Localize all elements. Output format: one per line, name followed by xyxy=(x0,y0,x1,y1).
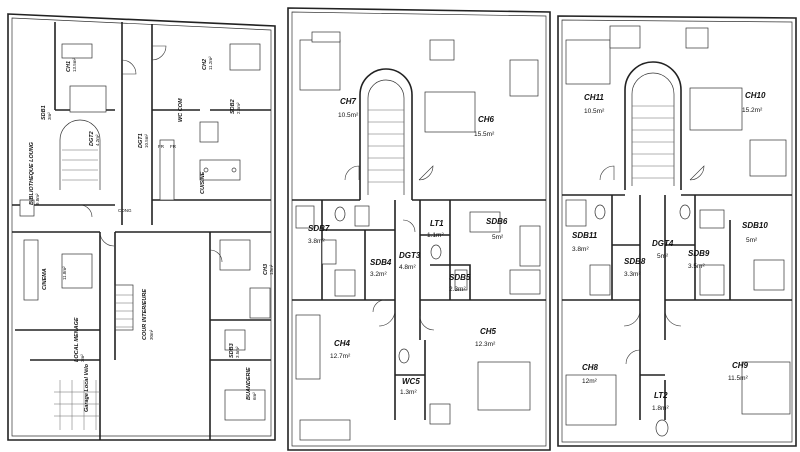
room-area-local-menage: 3m² xyxy=(80,354,85,362)
room-name-ch11: CH11 xyxy=(584,93,604,102)
room-area-bibliotheque: 9.8m² xyxy=(35,193,40,205)
room-name-dgt3: DGT3 xyxy=(399,251,421,260)
room-area-sdb7: 3.8m² xyxy=(308,238,325,245)
mark-fr-2: FR xyxy=(170,144,177,149)
room-name-sdb10: SDB10 xyxy=(742,221,768,230)
room-area-wc5: 1.3m² xyxy=(400,389,417,396)
mark-cong: CONG xyxy=(118,208,132,213)
room-area-sdb9: 3.5m² xyxy=(688,263,705,270)
room-area-sdb6: 5m² xyxy=(492,234,504,241)
room-name-garage: Garage Local Vélo xyxy=(84,363,90,412)
room-name-sdb1: SDB1 xyxy=(41,105,47,120)
room-name-cour: COUR INTERIEURE xyxy=(142,289,148,340)
room-area-cour: 30m² xyxy=(149,329,154,340)
room-name-sdb5: SDB5 xyxy=(449,273,471,282)
room-name-sdb6: SDB6 xyxy=(486,217,508,226)
room-area-ch8: 12m² xyxy=(582,378,598,385)
room-name-cinema: CINEMA xyxy=(42,268,48,290)
room-name-dgt2: DGT2 xyxy=(89,131,95,146)
room-name-dgt4: DGT4 xyxy=(652,239,674,248)
room-area-sdb4: 3.2m² xyxy=(370,271,387,278)
room-name-sdb7: SDB7 xyxy=(308,224,330,233)
room-area-dgt1: 10.5m² xyxy=(144,133,149,148)
room-area-ch9: 11.5m² xyxy=(728,375,749,382)
room-area-sdb8: 3.3m² xyxy=(624,271,641,278)
room-name-wc5: WC5 xyxy=(402,377,420,386)
floor-middle xyxy=(287,7,551,451)
floor-left xyxy=(7,13,276,441)
room-name-bibliotheque: BIBLIOTHEQUE LOUNG xyxy=(29,141,35,205)
room-name-ch6: CH6 xyxy=(478,115,495,124)
room-area-lt2: 1.8m² xyxy=(652,405,669,412)
room-area-ch6: 15.5m² xyxy=(474,131,495,138)
floor-right xyxy=(557,15,797,447)
room-area-lt1: 1.1m² xyxy=(427,232,444,239)
room-name-ch4: CH4 xyxy=(334,339,351,348)
room-name-lt1: LT1 xyxy=(430,219,444,228)
room-area-ch11: 10.5m² xyxy=(584,108,605,115)
room-area-sdb11: 3.8m² xyxy=(572,246,589,253)
room-name-ch8: CH8 xyxy=(582,363,599,372)
room-area-ch4: 12.7m² xyxy=(330,353,351,360)
room-name-cuisine: CUISINE xyxy=(200,171,206,194)
room-area-sdb3: 3.5m² xyxy=(235,346,240,358)
room-name-ch7: CH7 xyxy=(340,97,357,106)
room-area-dgt2: 4.2m² xyxy=(95,134,100,146)
room-name-lt2: LT2 xyxy=(654,391,668,400)
room-name-sdb8: SDB8 xyxy=(624,257,646,266)
room-name-ch2: CH2 xyxy=(202,59,208,70)
room-area-dgt4: 5m² xyxy=(657,253,669,260)
labels-left: CH1 13.5m² SDB1 3m² DGT2 4.2m² BIBLIOTHE… xyxy=(29,56,274,412)
room-name-ch9: CH9 xyxy=(732,361,749,370)
room-name-sdb2: SDB2 xyxy=(230,99,236,114)
room-name-sdb4: SDB4 xyxy=(370,258,392,267)
room-name-ch3: CH3 xyxy=(263,264,269,275)
room-name-sdb3: SDB3 xyxy=(229,343,235,358)
room-area-sdb5: 2.3m² xyxy=(449,286,466,293)
room-name-wc-com: WC COM xyxy=(178,98,184,122)
room-area-ch5: 12.3m² xyxy=(475,341,496,348)
room-name-ch10: CH10 xyxy=(745,91,766,100)
room-name-sdb9: SDB9 xyxy=(688,249,710,258)
room-area-sdb10: 5m² xyxy=(746,237,758,244)
room-area-ch3: 13m² xyxy=(269,264,274,275)
room-area-dgt3: 4.8m² xyxy=(399,264,416,271)
room-area-ch7: 10.5m² xyxy=(338,112,359,119)
room-name-dgt1: DGT1 xyxy=(138,133,144,148)
labels-right: CH11 10.5m² CH10 15.2m² SDB11 3.8m² DGT4… xyxy=(572,91,768,412)
room-area-cinema: 11.8m² xyxy=(62,266,67,280)
room-area-sdb2: 2.5m² xyxy=(236,102,241,114)
labels-middle: CH7 10.5m² CH6 15.5m² SDB7 3.8m² LT1 1.1… xyxy=(308,97,508,396)
room-name-sdb11: SDB11 xyxy=(572,231,598,240)
room-name-local-menage: LOCAL MENAGE xyxy=(74,317,80,362)
room-name-ch5: CH5 xyxy=(480,327,497,336)
room-area-ch1: 13.5m² xyxy=(72,57,77,72)
room-name-ch1: CH1 xyxy=(66,61,72,72)
room-area-ch10: 15.2m² xyxy=(742,107,763,114)
room-area-buanderie: 6m² xyxy=(252,392,257,400)
room-area-sdb1: 3m² xyxy=(47,112,52,120)
mark-fr-1: FR xyxy=(158,144,165,149)
room-name-buanderie: BUANDERIE xyxy=(246,367,252,400)
room-area-ch2: 11.2m² xyxy=(208,56,213,70)
